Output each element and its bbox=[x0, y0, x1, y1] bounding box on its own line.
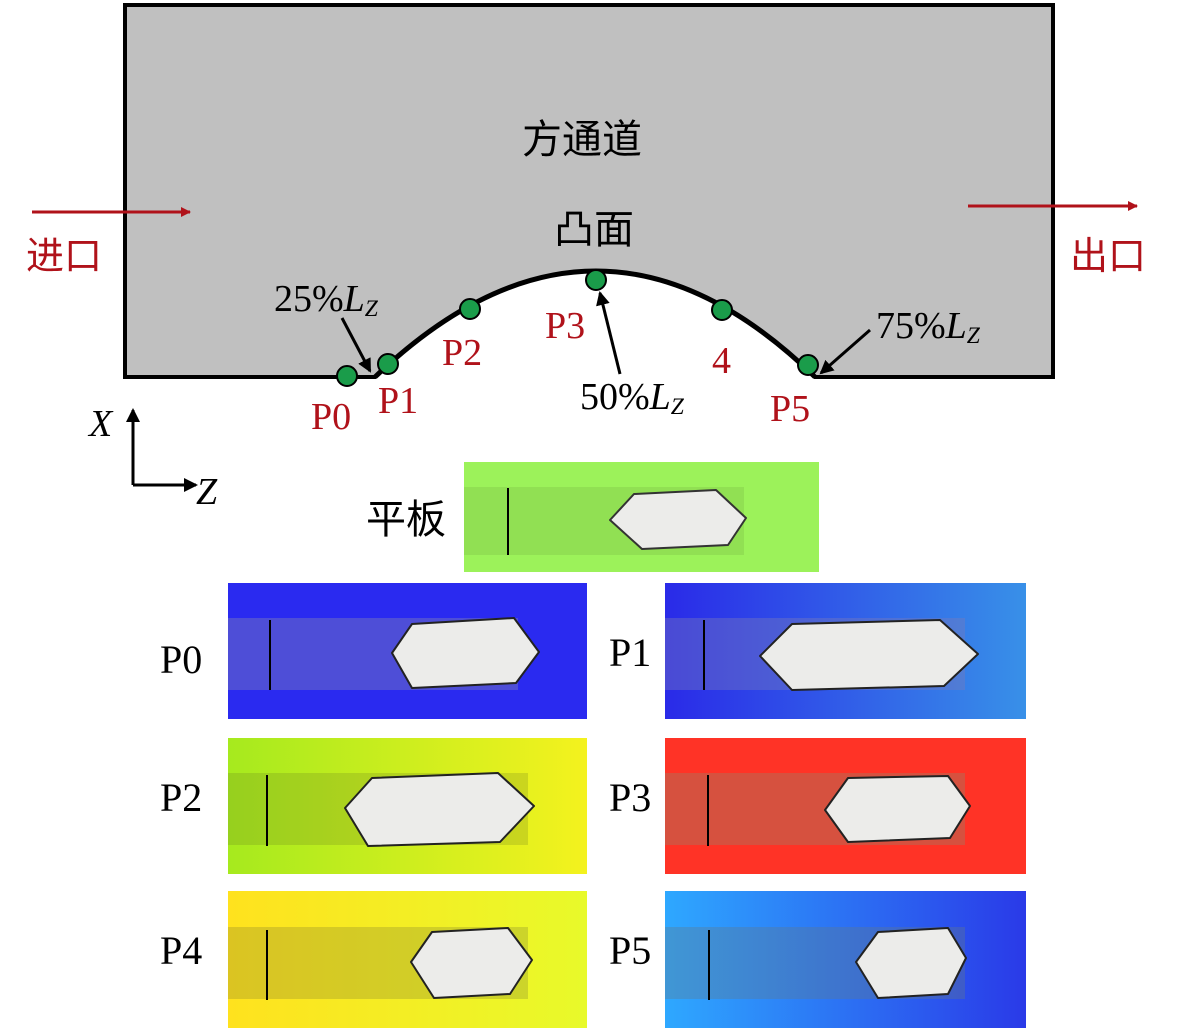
droplet-p0 bbox=[391, 617, 540, 689]
panel-p0-label: P0 bbox=[160, 637, 203, 682]
axis-z-label: Z bbox=[196, 471, 218, 513]
arrow-75pct bbox=[819, 328, 871, 375]
panel-flat bbox=[464, 462, 819, 572]
point-p2-label: P2 bbox=[442, 332, 483, 374]
panel-p4 bbox=[228, 891, 587, 1028]
panel-flat-label: 平板 bbox=[366, 497, 446, 542]
annotation-25pct: 25%LZ bbox=[274, 278, 378, 323]
axis-x-label: X bbox=[89, 403, 113, 445]
point-p0-marker bbox=[336, 365, 358, 387]
point-p1-marker bbox=[377, 353, 399, 375]
point-p0-label: P0 bbox=[311, 396, 352, 438]
droplet-p1 bbox=[759, 619, 979, 691]
panel-p5-label: P5 bbox=[609, 928, 652, 973]
panel-p2-label: P2 bbox=[160, 775, 203, 820]
point-p3-label: P3 bbox=[545, 305, 586, 347]
inlet-label: 进口 bbox=[26, 236, 103, 278]
droplet-p3 bbox=[824, 775, 971, 843]
panel-p1 bbox=[665, 583, 1026, 719]
droplet-flat bbox=[609, 489, 747, 550]
bump-label: 凸面 bbox=[554, 207, 634, 252]
outlet-label: 出口 bbox=[1070, 236, 1147, 278]
panel-p0 bbox=[228, 583, 587, 719]
panel-p4-label: P4 bbox=[160, 928, 203, 973]
point-p1-label: P1 bbox=[378, 380, 419, 422]
point-p3-marker bbox=[585, 269, 607, 291]
point-p4-label: 4 bbox=[712, 340, 731, 382]
panel-p5 bbox=[665, 891, 1026, 1028]
annotation-50pct: 50%LZ bbox=[580, 376, 684, 421]
droplet-p4 bbox=[410, 927, 533, 999]
point-p4-marker bbox=[711, 299, 733, 321]
arrow-50pct bbox=[596, 291, 622, 375]
panel-p3 bbox=[665, 738, 1026, 874]
panel-p2 bbox=[228, 738, 587, 874]
droplet-p2 bbox=[344, 772, 535, 847]
point-p5-label: P5 bbox=[770, 388, 811, 430]
channel-title: 方通道 bbox=[522, 117, 642, 162]
panel-p3-label: P3 bbox=[609, 775, 652, 820]
annotation-75pct: 75%LZ bbox=[876, 305, 980, 350]
point-p2-marker bbox=[459, 298, 481, 320]
arrow-25pct bbox=[340, 317, 372, 373]
droplet-p5 bbox=[855, 927, 967, 999]
point-p5-marker bbox=[797, 354, 819, 376]
panel-p1-label: P1 bbox=[609, 630, 652, 675]
